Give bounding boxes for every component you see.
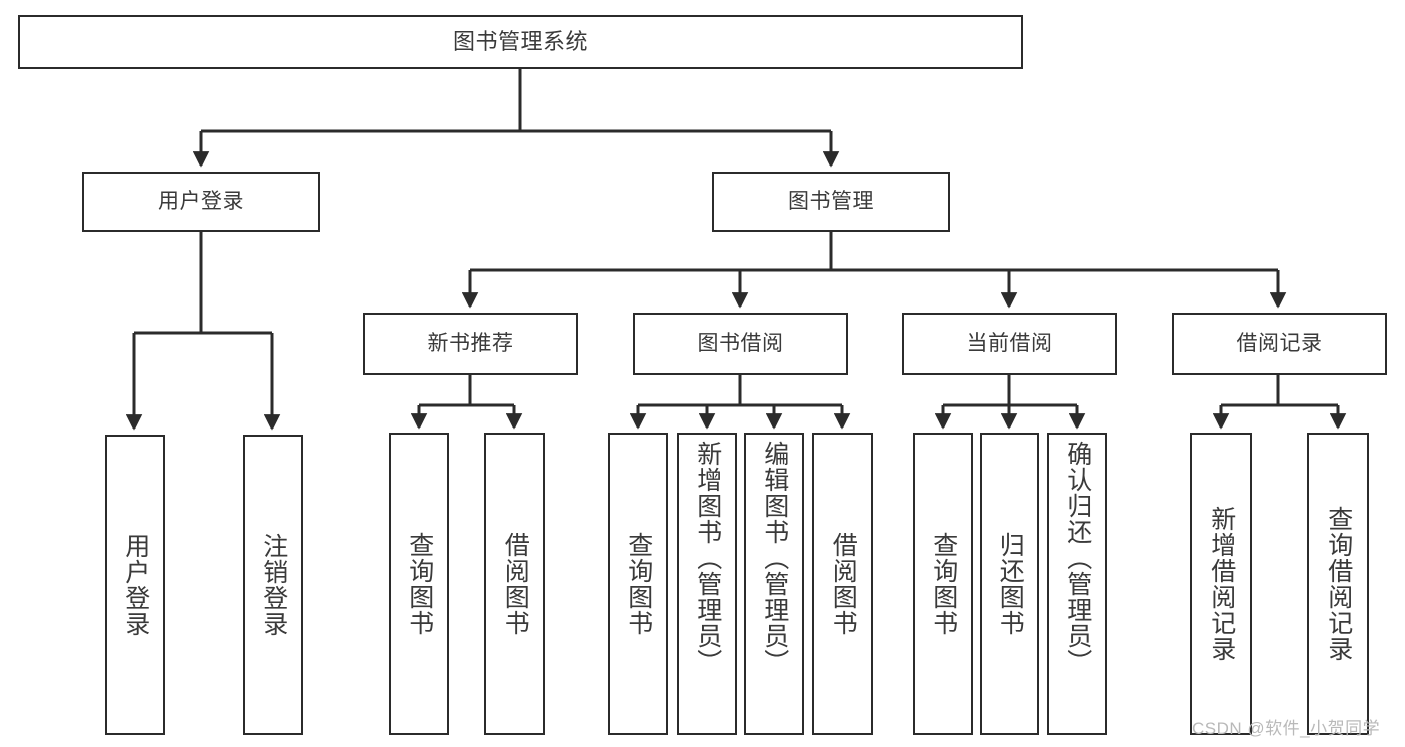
node-current-borrow[interactable]: 当前借阅 xyxy=(902,313,1117,375)
node-new-book-recommend-label: 新书推荐 xyxy=(427,331,514,355)
node-leaf-query-borrow-record-label: 查询借阅记录 xyxy=(1324,506,1353,662)
node-leaf-return-book-label: 归还图书 xyxy=(996,532,1025,636)
node-book-borrow[interactable]: 图书借阅 xyxy=(633,313,848,375)
node-book-management[interactable]: 图书管理 xyxy=(712,172,950,232)
node-book-borrow-label: 图书借阅 xyxy=(697,331,784,355)
node-leaf-confirm-return-admin-label: 确认归还（管理员） xyxy=(1063,441,1092,675)
watermark: CSDN @软件_小贺同学 xyxy=(1192,719,1381,738)
node-leaf-add-book-admin-label: 新增图书（管理员） xyxy=(693,441,722,675)
node-leaf-query-book-3-label: 查询图书 xyxy=(929,532,958,636)
node-leaf-query-book-1[interactable]: 查询图书 xyxy=(389,433,449,735)
node-leaf-user-login[interactable]: 用户登录 xyxy=(105,435,165,735)
node-new-book-recommend[interactable]: 新书推荐 xyxy=(363,313,578,375)
node-leaf-query-book-2[interactable]: 查询图书 xyxy=(608,433,668,735)
node-leaf-edit-book-admin-label: 编辑图书（管理员） xyxy=(760,441,789,675)
node-leaf-borrow-book-2-label: 借阅图书 xyxy=(829,532,858,636)
node-book-management-label: 图书管理 xyxy=(788,189,874,213)
node-leaf-user-login-label: 用户登录 xyxy=(121,533,150,637)
node-root-label: 图书管理系统 xyxy=(452,29,588,55)
node-leaf-add-book-admin[interactable]: 新增图书（管理员） xyxy=(677,433,737,735)
node-root[interactable]: 图书管理系统 xyxy=(18,15,1023,69)
node-leaf-query-book-1-label: 查询图书 xyxy=(405,532,434,636)
node-leaf-edit-book-admin[interactable]: 编辑图书（管理员） xyxy=(744,433,804,735)
node-leaf-query-book-2-label: 查询图书 xyxy=(624,532,653,636)
node-leaf-borrow-book-1-label: 借阅图书 xyxy=(501,532,530,636)
node-current-borrow-label: 当前借阅 xyxy=(966,331,1053,355)
node-leaf-add-borrow-record-label: 新增借阅记录 xyxy=(1207,506,1236,662)
node-user-login-label: 用户登录 xyxy=(158,189,244,213)
node-borrow-record[interactable]: 借阅记录 xyxy=(1172,313,1387,375)
node-leaf-query-book-3[interactable]: 查询图书 xyxy=(913,433,973,735)
node-user-login[interactable]: 用户登录 xyxy=(82,172,320,232)
node-leaf-query-borrow-record[interactable]: 查询借阅记录 xyxy=(1307,433,1369,735)
node-leaf-logout[interactable]: 注销登录 xyxy=(243,435,303,735)
node-borrow-record-label: 借阅记录 xyxy=(1236,331,1323,355)
node-leaf-add-borrow-record[interactable]: 新增借阅记录 xyxy=(1190,433,1252,735)
node-leaf-borrow-book-1[interactable]: 借阅图书 xyxy=(484,433,545,735)
node-leaf-logout-label: 注销登录 xyxy=(259,533,288,637)
node-leaf-return-book[interactable]: 归还图书 xyxy=(980,433,1039,735)
node-leaf-borrow-book-2[interactable]: 借阅图书 xyxy=(812,433,873,735)
node-leaf-confirm-return-admin[interactable]: 确认归还（管理员） xyxy=(1047,433,1107,735)
